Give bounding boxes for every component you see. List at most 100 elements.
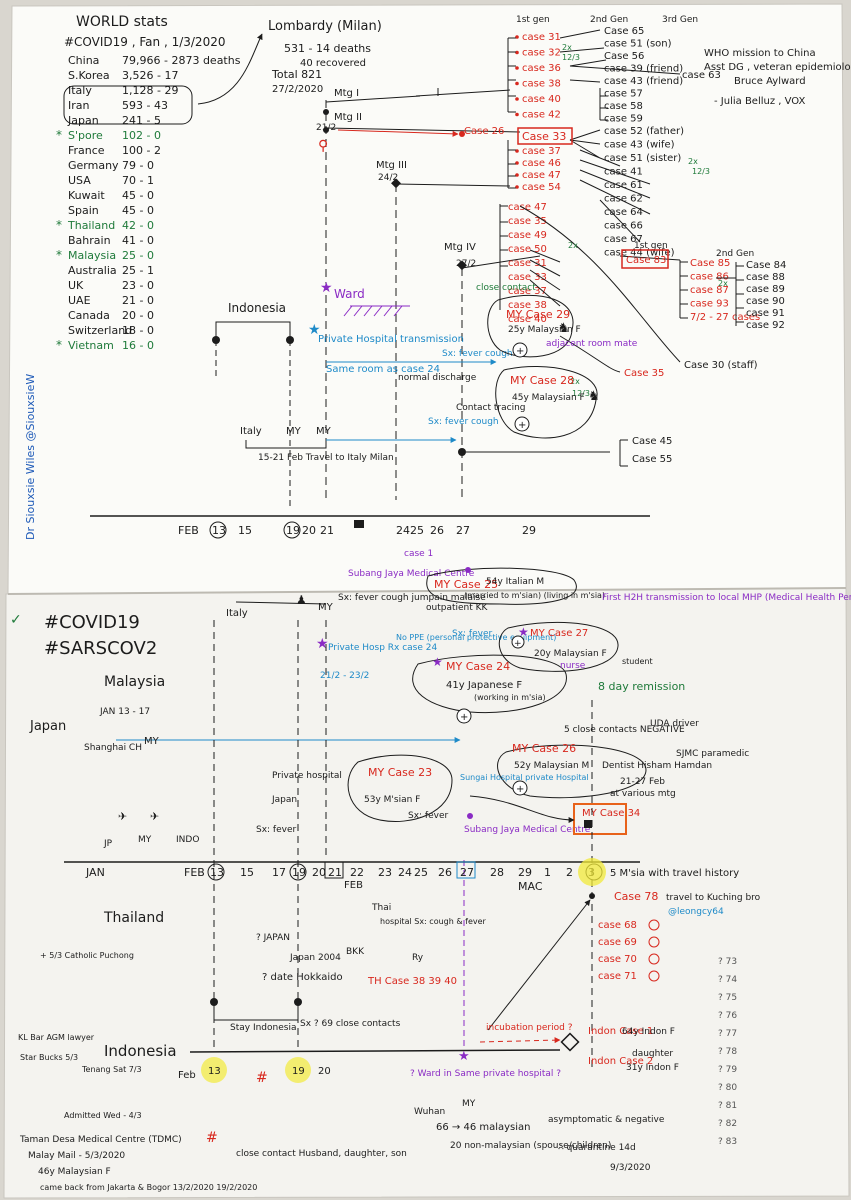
indon-case2: Indon Case 2 bbox=[588, 1056, 653, 1067]
world-row-country: Italy bbox=[68, 84, 92, 97]
axis-top-tick: 13 bbox=[212, 524, 226, 537]
dentist-label: Dentist Hisham Hamdan bbox=[602, 761, 712, 771]
sx-fever-top2: Sx: fever cough bbox=[428, 417, 499, 427]
world-row-value: 42 - 0 bbox=[122, 219, 154, 232]
ward-star-top: ★ bbox=[320, 280, 333, 296]
case28-desc: 45y Malaysian F bbox=[512, 393, 585, 403]
covid-hashtag: #COVID19 bbox=[44, 612, 140, 633]
hashtag-red-icon: # bbox=[256, 1070, 268, 1086]
case-item: case 37 bbox=[522, 146, 561, 157]
svg-text:Asst DG , veteran epidemiologi: Asst DG , veteran epidemiologist bbox=[704, 62, 851, 73]
svg-text:JP: JP bbox=[103, 839, 113, 849]
case-item: case 57 bbox=[604, 89, 643, 100]
axis-bottom-tick: 29 bbox=[518, 866, 532, 879]
world-row-value: 18 - 0 bbox=[122, 324, 154, 337]
case26-desc: 52y Malaysian M bbox=[514, 761, 589, 771]
italy-bracket-top bbox=[245, 440, 327, 449]
lombardy-block: Lombardy (Milan) 531 - 14 deaths 40 reco… bbox=[268, 19, 476, 269]
case29-blob bbox=[487, 294, 574, 358]
low-case: case 68 bbox=[598, 920, 637, 931]
world-title: WORLD stats bbox=[76, 14, 168, 30]
case-bullet bbox=[515, 97, 519, 101]
case-number-circle bbox=[648, 970, 660, 982]
case-item: case 33 bbox=[508, 272, 547, 283]
arrow-to-lombardy bbox=[197, 33, 263, 105]
mtg1-label: Mtg I bbox=[334, 88, 359, 99]
case28-blob bbox=[495, 366, 598, 439]
case-bullet bbox=[515, 185, 519, 189]
my-label-japan: MY bbox=[144, 736, 160, 747]
question-item: ? 76 bbox=[718, 1011, 737, 1021]
mid-italy-travel: Italy MY Sx: fever cough jumpain malaise… bbox=[226, 593, 489, 619]
nopp-label: No PPE (personal protective equipment) bbox=[396, 633, 556, 642]
mtg2-label: Mtg II bbox=[334, 112, 362, 123]
world-row-country: USA bbox=[68, 174, 91, 187]
subang-top: Subang Jaya Medical Centre bbox=[348, 569, 475, 579]
lombardy-total-date: 27/2/2020 bbox=[272, 84, 323, 95]
case-item: case 43 (friend) bbox=[604, 76, 683, 87]
case-number-circle bbox=[648, 919, 660, 931]
thailand-label: Thailand bbox=[103, 910, 164, 926]
sars-hashtag: #SARSCOV2 bbox=[44, 638, 157, 659]
world-row-country: UK bbox=[68, 279, 84, 292]
case-item: case 88 bbox=[746, 272, 785, 283]
malaysia-label: Malaysia bbox=[104, 674, 165, 690]
stay-bracket bbox=[213, 1002, 299, 1021]
axis-top-tick: 19 bbox=[286, 524, 300, 537]
world-row-country: Kuwait bbox=[68, 189, 105, 202]
question-item: ? 79 bbox=[718, 1065, 737, 1075]
low-case: case 70 bbox=[598, 954, 637, 965]
case-item: case 47 bbox=[508, 202, 547, 213]
case-number-circle bbox=[648, 936, 660, 948]
axis-bottom-tick: 24 bbox=[398, 866, 412, 879]
world-row-value: 3,526 - 17 bbox=[122, 69, 178, 82]
stay-dot-a bbox=[210, 998, 218, 1006]
m66-label: 66 → 46 malaysian bbox=[436, 1122, 531, 1133]
world-row-country: Switzerland bbox=[68, 324, 132, 337]
axis-bottom-tick: 19 bbox=[292, 866, 306, 879]
japan-q: ? JAPAN bbox=[256, 933, 290, 943]
case-bullet bbox=[515, 66, 519, 70]
case1-label: case 1 bbox=[404, 549, 433, 559]
highlight-13 bbox=[201, 1057, 227, 1083]
case30-label: Case 30 (staff) bbox=[684, 360, 758, 371]
case24-plus-icon: + bbox=[460, 712, 468, 723]
highlight-19 bbox=[285, 1057, 311, 1083]
case-bullet bbox=[515, 112, 519, 117]
case-bullet bbox=[515, 81, 519, 86]
case-item: case 50 bbox=[508, 244, 547, 255]
svg-text:15-21 Feb Travel to Italy Mila: 15-21 Feb Travel to Italy Milan bbox=[258, 453, 394, 463]
question-item: ? 75 bbox=[718, 993, 737, 1003]
case-bullet bbox=[515, 149, 519, 153]
case28-person-icon: ♞ bbox=[588, 389, 600, 404]
case-item: case 61 bbox=[604, 180, 643, 191]
world-row-value: 25 - 0 bbox=[122, 249, 154, 262]
mtg3-marker bbox=[391, 178, 401, 189]
asym-label: asymptomatic & negative bbox=[548, 1115, 665, 1125]
question-item: ? 73 bbox=[718, 957, 737, 967]
meeting-lines bbox=[325, 88, 541, 500]
case28-plus-icon: + bbox=[518, 420, 526, 431]
private-hosp-label: Private hospital bbox=[272, 771, 342, 781]
svg-text:Star Bucks 5/3: Star Bucks 5/3 bbox=[20, 1053, 78, 1062]
mtg4-label: Mtg IV bbox=[444, 242, 476, 253]
question-list: ? 73? 74? 75? 76? 77? 78? 79? 80? 81? 82… bbox=[718, 957, 737, 1147]
indonesia-bracket-top bbox=[215, 321, 291, 340]
hospital-thai: hospital Sx: cough & fever bbox=[380, 917, 487, 926]
sx-fever-mid: Sx: fever bbox=[452, 629, 493, 639]
negative-note: 5 close contacts NEGATIVE bbox=[564, 725, 685, 735]
case34-label: MY Case 34 bbox=[582, 808, 640, 819]
indon-case1-desc: 64y Indon F bbox=[622, 1027, 675, 1037]
case28-plus bbox=[514, 416, 530, 432]
svg-text:Admitted Wed - 4/3: Admitted Wed - 4/3 bbox=[64, 1111, 142, 1120]
axis-box bbox=[456, 861, 476, 879]
case-item: case 87 bbox=[690, 285, 729, 296]
case-item: case 62 bbox=[604, 194, 643, 205]
dates-21-23: 21/2 - 23/2 bbox=[320, 671, 369, 681]
mtg2-dot bbox=[323, 127, 329, 133]
